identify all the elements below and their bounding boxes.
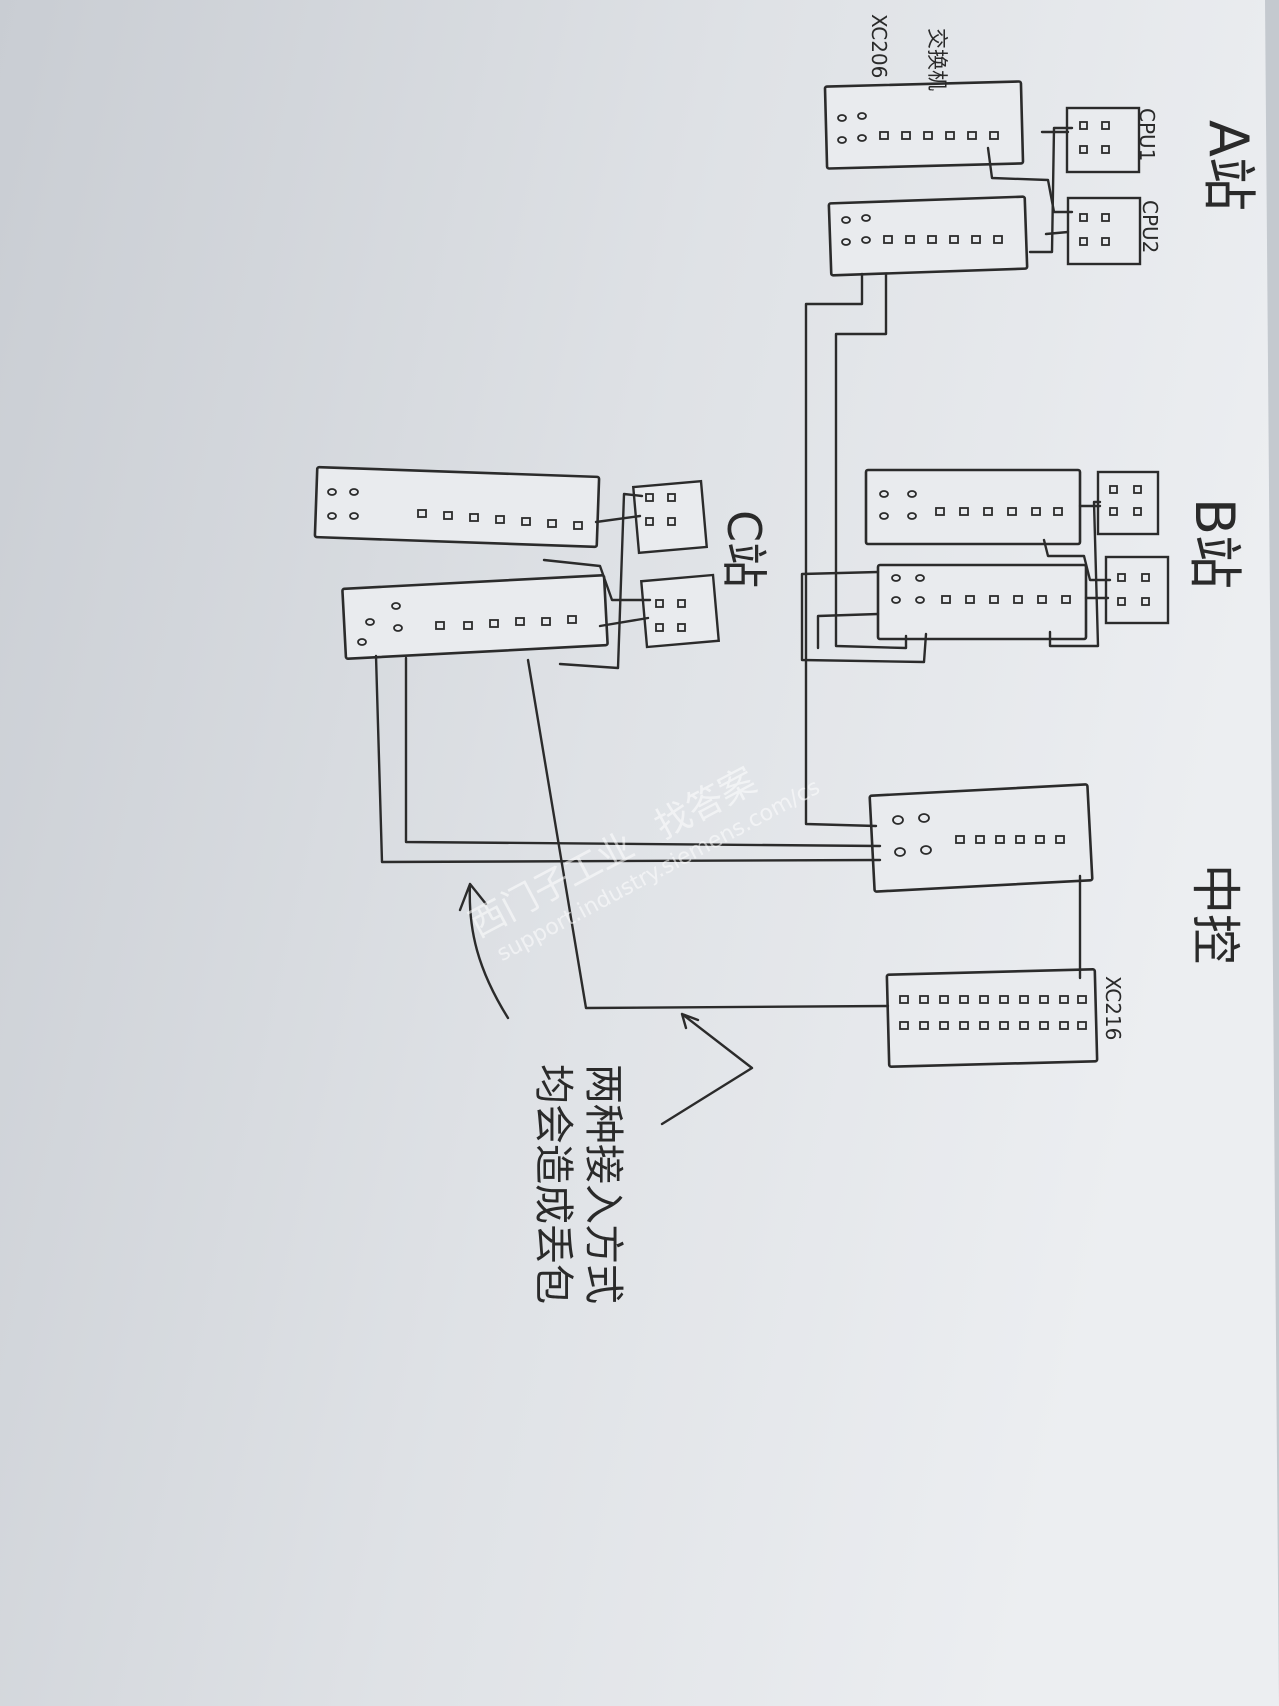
station-b-ports bbox=[879, 485, 1150, 606]
cable-c-cross-1 bbox=[542, 558, 652, 602]
station-b-switch1-box bbox=[864, 468, 1082, 546]
station-c-switch2-box bbox=[341, 573, 609, 661]
annotation-arrows bbox=[458, 882, 754, 1126]
cable-a-to-central bbox=[804, 272, 878, 828]
cable-c-to-central-2 bbox=[404, 656, 882, 848]
cpu1-box bbox=[1065, 106, 1141, 174]
station-c: C站 bbox=[313, 465, 771, 661]
cable-c-to-xc216 bbox=[526, 658, 890, 1010]
cable-a-cross-1 bbox=[986, 146, 1074, 214]
station-b: B站 bbox=[864, 468, 1246, 641]
annotation-line-2: 均会造成丢包 bbox=[530, 1064, 576, 1304]
central-switch-box bbox=[868, 783, 1094, 893]
cable-c-cross-2 bbox=[558, 492, 644, 670]
arrow-left bbox=[458, 882, 510, 1020]
cable-a-cross-2 bbox=[1028, 126, 1074, 254]
station-b-label: B站 bbox=[1183, 498, 1246, 589]
station-a-ports bbox=[837, 112, 1110, 246]
station-b-switch2-box bbox=[876, 563, 1088, 641]
cable-c-to-central-1 bbox=[374, 654, 882, 864]
cable-a-to-b bbox=[834, 272, 908, 650]
station-a-label: A站 bbox=[1197, 120, 1260, 211]
cable-cpu2-a-switch2 bbox=[1044, 230, 1070, 236]
central-ports bbox=[892, 813, 1087, 1030]
cpu2-label: CPU2 bbox=[1138, 200, 1162, 253]
station-c-cpu1-box bbox=[631, 479, 709, 555]
central-control-label: 中控 bbox=[1186, 864, 1244, 964]
switch-note-label: 交换机 bbox=[925, 28, 949, 91]
cable-c-link-1 bbox=[594, 514, 642, 524]
arrow-right bbox=[660, 1012, 754, 1126]
annotation-line-1: 两种接入方式 bbox=[580, 1064, 626, 1304]
xc206-label: XC206 bbox=[867, 14, 891, 78]
station-a: CPU1 CPU2 XC206 交换机 A站 bbox=[823, 14, 1260, 277]
cables bbox=[374, 126, 1112, 1010]
xc216-label: XC216 bbox=[1101, 976, 1125, 1040]
station-c-switch1-box bbox=[313, 465, 601, 549]
cable-c-link-2 bbox=[598, 616, 650, 628]
cpu2-box bbox=[1066, 196, 1142, 266]
station-c-label: C站 bbox=[717, 510, 771, 588]
cable-b-cross-2 bbox=[1048, 500, 1102, 648]
cable-b-to-central bbox=[800, 570, 928, 664]
cable-b-side-loop bbox=[816, 612, 880, 650]
xc206-switch-box bbox=[823, 80, 1025, 170]
station-b-cpu1-box bbox=[1096, 470, 1160, 536]
xc216-switch-box bbox=[885, 968, 1099, 1068]
central-control: XC216 中控 bbox=[868, 783, 1244, 1068]
cpu1-label: CPU1 bbox=[1135, 108, 1159, 161]
station-b-cpu2-box bbox=[1104, 555, 1170, 625]
station-c-cpu2-box bbox=[639, 573, 721, 649]
station-c-ports bbox=[327, 488, 686, 646]
